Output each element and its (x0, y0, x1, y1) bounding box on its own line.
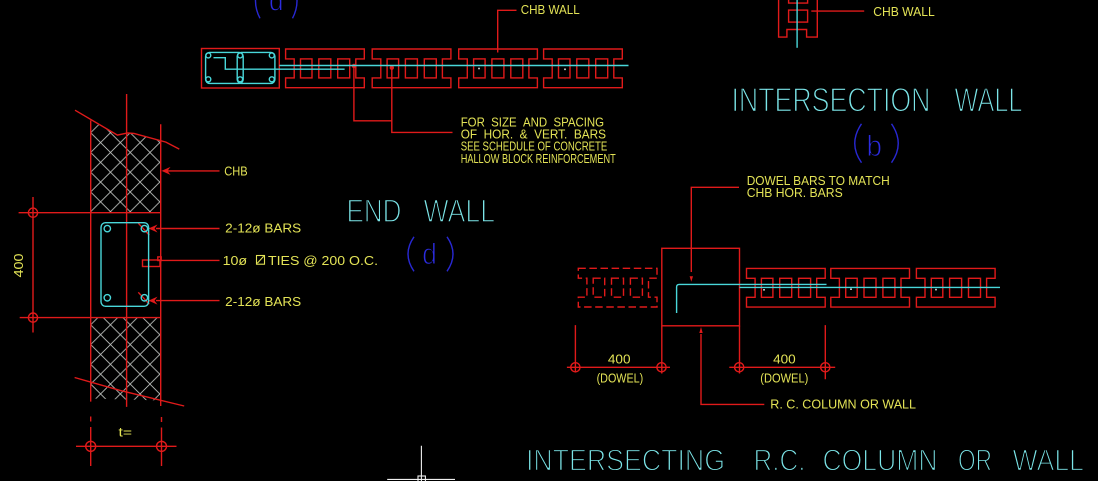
svg-text:TIES @ 200 O.C.: TIES @ 200 O.C. (268, 253, 378, 268)
svg-text:SEE SCHEDULE OF CONCRETE: SEE SCHEDULE OF CONCRETE (461, 139, 608, 154)
svg-text:10ø: 10ø (223, 253, 248, 268)
svg-text:END: END (347, 193, 402, 229)
svg-text:CHB HOR. BARS: CHB HOR. BARS (747, 185, 843, 200)
svg-text:2-12ø BARS: 2-12ø BARS (225, 294, 301, 309)
svg-text:FOR SIZE AND SPACING: FOR SIZE AND SPACING (461, 115, 604, 130)
svg-text:d: d (269, 0, 284, 18)
svg-text:d: d (422, 238, 437, 271)
svg-text:400: 400 (608, 352, 631, 367)
svg-text:DOWEL BARS TO MATCH: DOWEL BARS TO MATCH (747, 173, 890, 188)
svg-text:R.C.: R.C. (754, 443, 806, 477)
svg-text:CHB WALL: CHB WALL (873, 4, 935, 19)
svg-text:COLUMN: COLUMN (823, 443, 938, 477)
svg-text:CHB: CHB (224, 164, 248, 179)
svg-text:HALLOW BLOCK REINFORCEMENT: HALLOW BLOCK REINFORCEMENT (461, 151, 616, 166)
svg-text:OF HOR. & VERT. BARS: OF HOR. & VERT. BARS (461, 126, 606, 141)
svg-text:OR: OR (958, 443, 992, 477)
svg-text:WALL: WALL (1013, 443, 1085, 477)
svg-text:WALL: WALL (955, 82, 1023, 120)
svg-text:2-12ø BARS: 2-12ø BARS (225, 221, 301, 236)
svg-text:(DOWEL): (DOWEL) (760, 370, 808, 385)
svg-text:t=: t= (119, 424, 133, 439)
svg-text:b: b (867, 130, 883, 163)
svg-text:400: 400 (773, 352, 796, 367)
svg-text:CHB WALL: CHB WALL (521, 2, 580, 17)
svg-text:INTERSECTION: INTERSECTION (732, 82, 931, 120)
svg-text:400: 400 (11, 254, 26, 278)
svg-text:R. C. COLUMN OR WALL: R. C. COLUMN OR WALL (770, 397, 916, 412)
svg-text:WALL: WALL (424, 193, 496, 229)
svg-text:INTERSECTING: INTERSECTING (526, 443, 725, 477)
svg-text:(DOWEL): (DOWEL) (597, 370, 644, 385)
